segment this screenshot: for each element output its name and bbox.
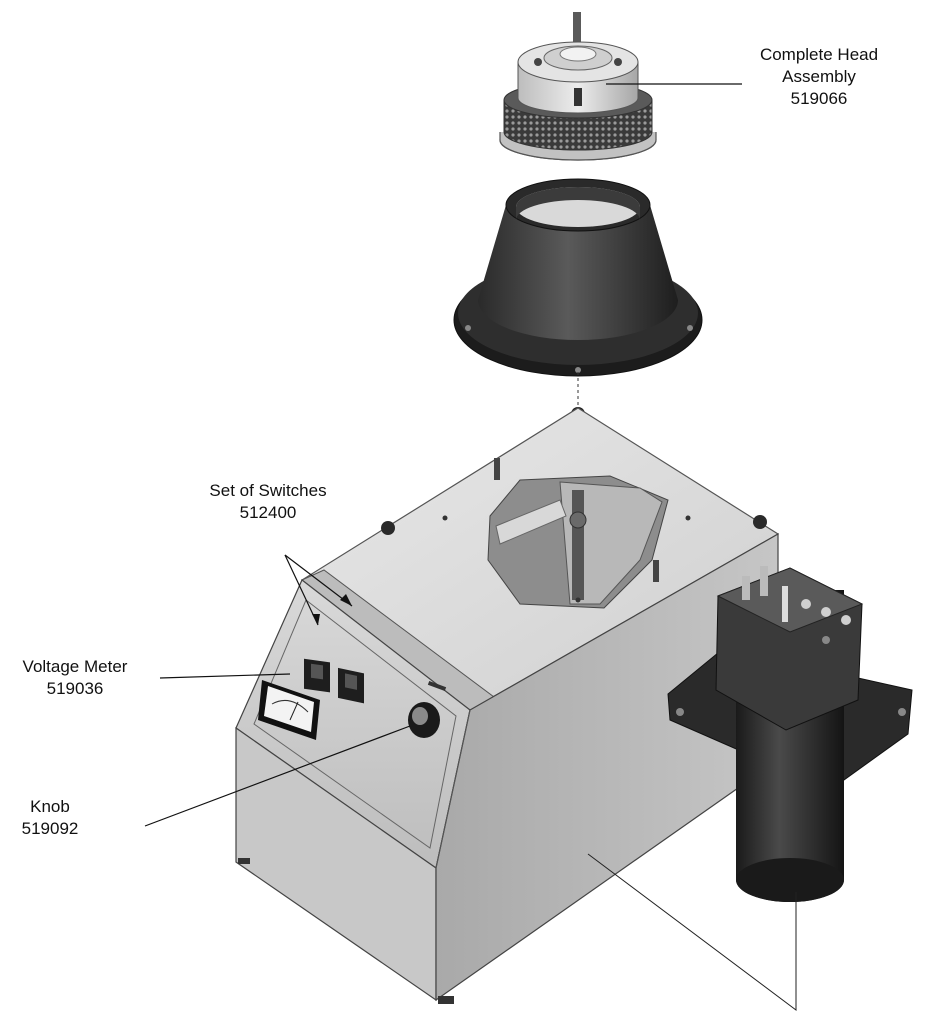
switches-leader-right: [284, 554, 353, 607]
voltage-meter-label: Voltage Meter 519036: [0, 656, 150, 700]
switches-label: Set of Switches 512400: [168, 480, 368, 524]
voltage-meter: [258, 680, 320, 740]
head-assembly: [499, 12, 657, 161]
head-assembly-title-1: Complete Head: [759, 45, 879, 64]
voltage-meter-title: Voltage Meter: [22, 657, 128, 676]
knob-label: Knob 519092: [0, 796, 100, 840]
meter-leader-line: [159, 673, 291, 679]
knob-part-number: 519092: [21, 819, 79, 838]
motor-leader-line: [587, 853, 797, 1011]
head-assembly-title-2: Assembly: [782, 67, 856, 86]
head-assembly-part-number: 519066: [790, 89, 848, 108]
motor: [667, 566, 913, 902]
knob-leader-line: [144, 725, 411, 827]
switch-right: [338, 667, 364, 704]
switches-part-number: 512400: [239, 503, 297, 522]
switch-left: [304, 658, 330, 693]
bell-housing: [453, 178, 703, 377]
switches-title: Set of Switches: [209, 481, 327, 500]
switches-leader-left: [284, 554, 319, 626]
head-assembly-label: Complete Head Assembly 519066: [734, 44, 904, 110]
voltage-meter-part-number: 519036: [46, 679, 104, 698]
knob: [408, 681, 447, 738]
knob-title: Knob: [30, 797, 70, 816]
